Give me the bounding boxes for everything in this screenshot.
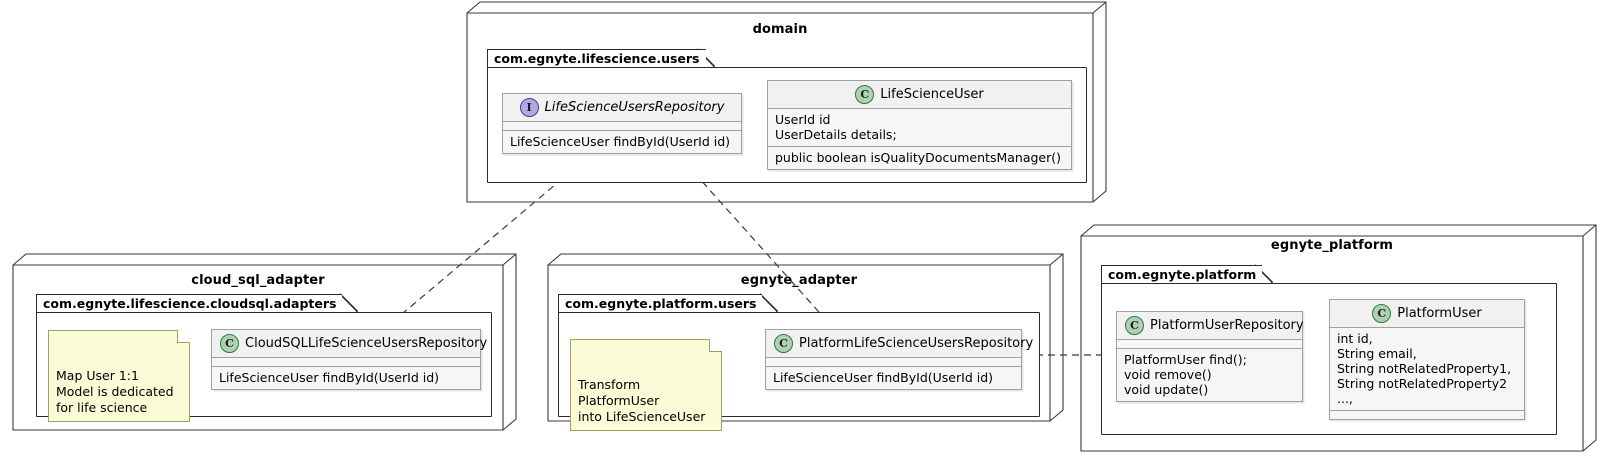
interface-header: I LifeScienceUsersRepository [503, 94, 741, 122]
class-methods-platformuserrepository: PlatformUser find(); void remove() void … [1117, 349, 1302, 401]
class-attributes-platformuser: int id, String email, String notRelatedP… [1330, 328, 1524, 411]
interface-lifescienceusersrepository[interactable]: I LifeScienceUsersRepository LifeScience… [502, 93, 742, 154]
class-attributes-platform-adapter [766, 358, 1021, 367]
node-title-cloud-sql-adapter: cloud_sql_adapter [191, 273, 325, 288]
class-platformuser[interactable]: C PlatformUser int id, String email, Str… [1329, 299, 1525, 420]
node-title-egnyte-platform: egnyte_platform [1270, 238, 1394, 253]
class-platformlifescienceusersrepository[interactable]: C PlatformLifeScienceUsersRepository Lif… [765, 329, 1033, 390]
class-header-platform-adapter: C PlatformLifeScienceUsersRepository [766, 330, 1033, 358]
node-title-domain: domain [752, 22, 808, 37]
class-icon: C [774, 334, 793, 353]
class-lifescienceuser[interactable]: C LifeScienceUser UserId id UserDetails … [767, 80, 1072, 170]
class-methods-lifescienceuser: public boolean isQualityDocumentsManager… [768, 147, 1071, 169]
class-methods-cloudsql: LifeScienceUser findById(UserId id) [212, 367, 480, 389]
interface-methods: LifeScienceUser findById(UserId id) [503, 131, 741, 153]
note-cloudsql-mapping: Map User 1:1 Model is dedicated for life… [48, 330, 190, 422]
package-tab-label-cloudsql: com.egnyte.lifescience.cloudsql.adapters [36, 294, 343, 313]
class-name-platformuser: PlatformUser [1397, 306, 1482, 321]
class-icon: C [1125, 316, 1144, 335]
class-cloudsqllifescienceusersrepository[interactable]: C CloudSQLLifeScienceUsersRepository Lif… [211, 329, 487, 390]
node-domain[interactable]: domain [467, 13, 1093, 202]
class-methods-platformuser [1330, 411, 1524, 419]
class-header-platformuser: C PlatformUser [1330, 300, 1524, 328]
class-name-lifescienceuser: LifeScienceUser [880, 87, 984, 102]
class-header-cloudsql: C CloudSQLLifeScienceUsersRepository [212, 330, 487, 358]
interface-attributes [503, 122, 741, 131]
interface-name: LifeScienceUsersRepository [544, 100, 725, 115]
node-egnyte-adapter[interactable]: egnyte_adapter [548, 265, 1050, 421]
package-tab-label-egnyte-platform: com.egnyte.platform [1101, 265, 1263, 284]
node-cloud-sql-adapter[interactable]: cloud_sql_adapter [13, 265, 503, 430]
class-platformuserrepository[interactable]: C PlatformUserRepository PlatformUser fi… [1116, 311, 1304, 402]
package-tab-label-egnyte-adapter: com.egnyte.platform.users [558, 294, 763, 313]
class-name-platform-adapter: PlatformLifeScienceUsersRepository [799, 336, 1034, 351]
interface-icon: I [519, 98, 539, 117]
node-title-egnyte-adapter: egnyte_adapter [740, 273, 858, 288]
class-header-platformuserrepository: C PlatformUserRepository [1117, 312, 1304, 340]
class-header-lifescienceuser: C LifeScienceUser [768, 81, 1071, 109]
note-fold-corner [709, 339, 722, 352]
class-attributes-platformuserrepository [1117, 340, 1302, 349]
class-methods-platform-adapter: LifeScienceUser findById(UserId id) [766, 367, 1021, 389]
class-name-cloudsql: CloudSQLLifeScienceUsersRepository [245, 336, 488, 351]
node-egnyte-platform[interactable]: egnyte_platform [1081, 236, 1583, 451]
class-attributes-lifescienceuser: UserId id UserDetails details; [768, 109, 1071, 147]
note-text-egnyte: Transform PlatformUser into LifeScienceU… [578, 377, 706, 424]
class-icon: C [1372, 304, 1392, 323]
class-attributes-cloudsql [212, 358, 480, 367]
class-icon: C [855, 85, 875, 104]
package-tab-label-domain: com.egnyte.lifescience.users [487, 49, 706, 68]
note-text-cloudsql: Map User 1:1 Model is dedicated for life… [56, 368, 174, 415]
note-fold-corner [177, 330, 190, 343]
note-egnyte-transform: Transform PlatformUser into LifeScienceU… [570, 339, 722, 431]
class-name-platformuserrepository: PlatformUserRepository [1150, 318, 1304, 333]
class-icon: C [220, 334, 239, 353]
